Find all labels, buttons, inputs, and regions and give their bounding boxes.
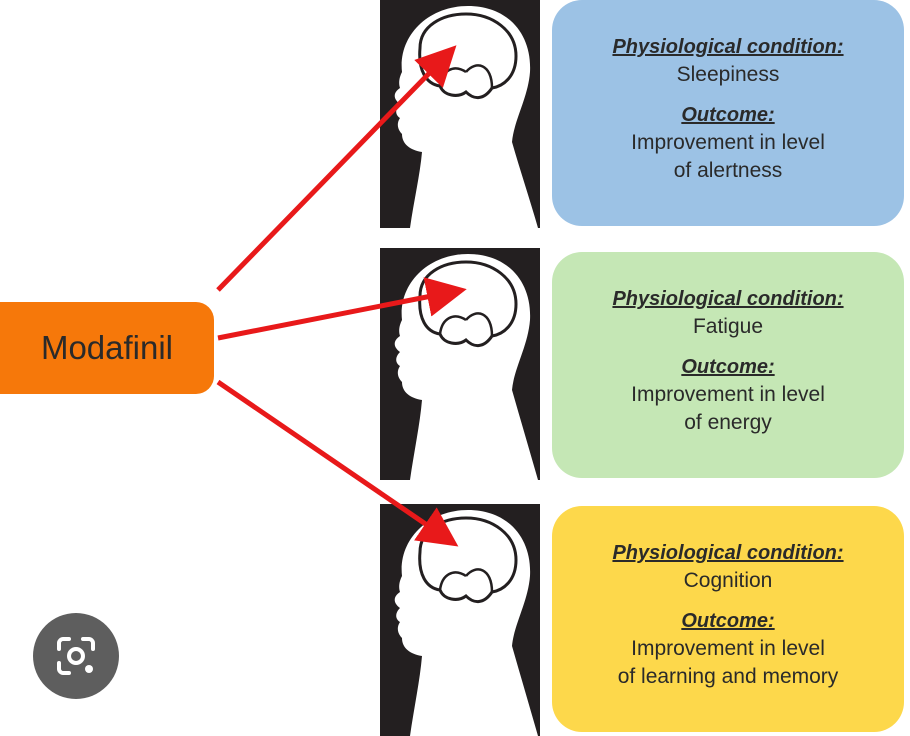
outcome-heading: Outcome: bbox=[681, 610, 775, 632]
condition-value: Cognition bbox=[683, 569, 773, 592]
outcome-heading: Outcome: bbox=[681, 104, 775, 126]
condition-heading: Physiological condition: bbox=[612, 542, 844, 564]
effect-box-sleepiness: Physiological condition: Sleepiness Outc… bbox=[552, 0, 904, 226]
outcome-heading: Outcome: bbox=[681, 356, 775, 378]
arrow-to-head-3 bbox=[216, 379, 459, 547]
condition-value: Sleepiness bbox=[676, 63, 780, 86]
outcome-line-1: Improvement in level bbox=[631, 131, 825, 154]
camera-lens-icon bbox=[57, 637, 95, 675]
head-panel-1 bbox=[380, 0, 540, 228]
effect-box-cognition: Physiological condition: Cognition Outco… bbox=[552, 506, 904, 732]
condition-heading: Physiological condition: bbox=[612, 36, 844, 58]
arrow-to-head-2 bbox=[217, 277, 467, 341]
outcome-line-1: Improvement in level bbox=[631, 383, 825, 406]
outcome-line-2: of learning and memory bbox=[617, 665, 839, 688]
head-silhouette-icon bbox=[394, 510, 538, 736]
modafinil-node: Modafinil bbox=[0, 302, 214, 394]
outcome-line-2: of energy bbox=[684, 411, 772, 434]
outcome-line-2: of alertness bbox=[673, 159, 783, 182]
condition-value: Fatigue bbox=[692, 315, 764, 338]
arrow-to-head-1 bbox=[216, 45, 457, 292]
effect-box-fatigue: Physiological condition: Fatigue Outcome… bbox=[552, 252, 904, 478]
camera-lens-button[interactable] bbox=[33, 613, 119, 699]
head-panel-3 bbox=[380, 504, 540, 736]
condition-heading: Physiological condition: bbox=[612, 288, 844, 310]
outcome-line-1: Improvement in level bbox=[631, 637, 825, 660]
